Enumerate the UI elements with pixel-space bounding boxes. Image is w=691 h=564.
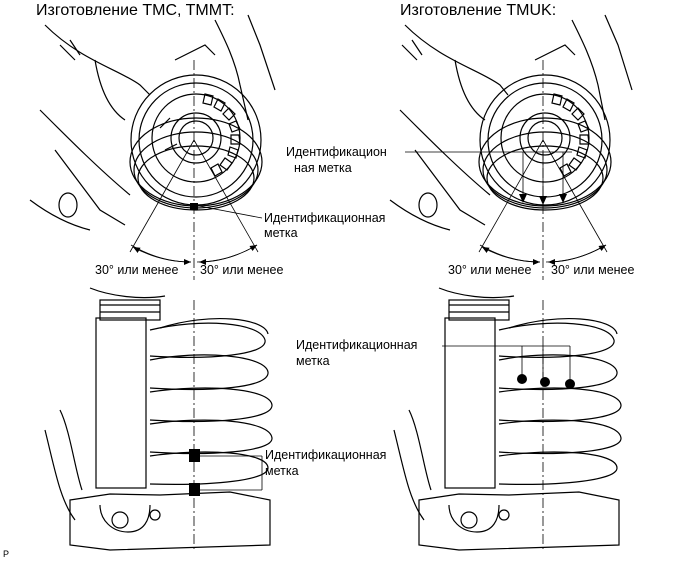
- left-bottom-center-line: [193, 300, 263, 552]
- right-top-mark-label-2: ная метка: [294, 161, 352, 175]
- right-coil-id-marks: [517, 374, 575, 389]
- left-coil-id-mark-upper: [189, 449, 200, 462]
- figure-code: P: [3, 549, 10, 559]
- right-top-view: [389, 14, 633, 231]
- left-coil-mark-label-1: Идентификационная: [265, 448, 387, 462]
- right-top-id-marks: [519, 194, 567, 205]
- right-coil-mark-label-2: метка: [296, 354, 330, 368]
- left-angle-right-label: 30° или менее: [200, 263, 284, 277]
- right-angle-right-label: 30° или менее: [551, 263, 635, 277]
- left-angle-left-label: 30° или менее: [95, 263, 179, 277]
- left-top-view: [29, 14, 276, 231]
- left-coil-id-mark-lower: [189, 483, 200, 496]
- left-title: Изготовление TMC, TMMT:: [36, 2, 235, 19]
- left-top-mark-label-1: Идентификационная: [264, 211, 386, 225]
- right-bottom-center-line: [442, 300, 571, 552]
- right-top-mark-label-1: Идентификацион: [286, 145, 387, 159]
- right-top-angle-lines: [405, 60, 608, 280]
- left-coil-mark-label-2: метка: [265, 464, 299, 478]
- right-angle-left-label: 30° или менее: [448, 263, 532, 277]
- left-top-mark-label-2: метка: [264, 226, 298, 240]
- right-coil-mark-label-1: Идентификационная: [296, 338, 418, 352]
- right-bottom-view: [393, 287, 622, 551]
- right-title: Изготовление TMUK:: [400, 2, 557, 19]
- left-top-angle-lines: [129, 60, 263, 280]
- left-bottom-view: [44, 287, 273, 551]
